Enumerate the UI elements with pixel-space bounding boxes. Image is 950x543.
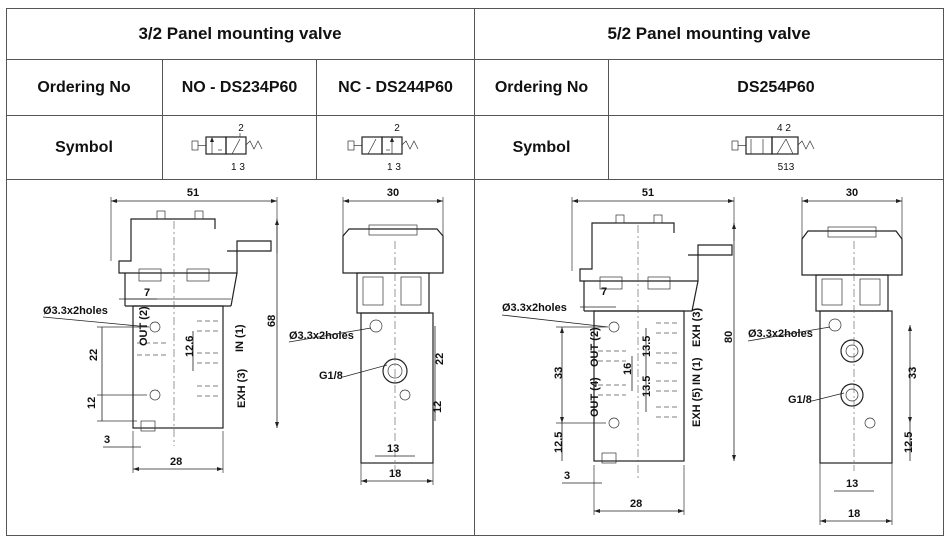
sym-no-bottom: 1 3 bbox=[231, 162, 245, 173]
row-divider-3 bbox=[6, 179, 944, 180]
dim-hole-offset: 7 bbox=[144, 287, 150, 299]
right-title: 5/2 Panel mounting valve bbox=[607, 24, 811, 43]
r-port-out4: OUT (4) bbox=[589, 377, 601, 417]
r-dim-front-width: 51 bbox=[642, 187, 654, 199]
side-dim-12: 12 bbox=[432, 401, 444, 413]
border-left bbox=[6, 8, 7, 536]
r-side-dim-18: 18 bbox=[848, 508, 860, 520]
r-dim-side-width: 30 bbox=[846, 187, 858, 199]
dim-height: 68 bbox=[266, 315, 278, 327]
border-right bbox=[943, 8, 944, 536]
r-port-exh5: EXH (5) bbox=[691, 388, 703, 427]
mid-divider bbox=[474, 8, 475, 536]
r-dim-16: 16 bbox=[622, 363, 634, 375]
r-side-holes-label: Ø3.3x2holes bbox=[748, 328, 813, 340]
r-port-in: IN (1) bbox=[691, 357, 703, 385]
right-symbol-label: Symbol bbox=[512, 138, 571, 156]
r-holes-label: Ø3.3x2holes bbox=[502, 302, 567, 314]
drawing-right: 51 OUT (2) OUT (4) EXH (3) IN (1) EXH (5… bbox=[501, 187, 919, 525]
r-port-out2: OUT (2) bbox=[589, 327, 601, 367]
border-top bbox=[6, 8, 944, 9]
r-dim-28: 28 bbox=[630, 498, 642, 510]
left-title: 3/2 Panel mounting valve bbox=[138, 24, 342, 43]
left-symbol-label: Symbol bbox=[55, 138, 113, 156]
col-divider-left-1 bbox=[162, 59, 163, 180]
holes-label: Ø3.3x2holes bbox=[43, 305, 108, 317]
r-dim-height: 80 bbox=[723, 331, 735, 343]
r-side-dim-13: 13 bbox=[846, 478, 858, 490]
r-side-dim-33: 33 bbox=[907, 367, 919, 379]
sym-no-top: 2 bbox=[238, 123, 244, 134]
sym-nc-top: 2 bbox=[394, 123, 400, 134]
port-exh-label: EXH (3) bbox=[236, 369, 248, 408]
border-bottom bbox=[6, 535, 944, 536]
r-port-exh3: EXH (3) bbox=[691, 308, 703, 347]
side-dim-13: 13 bbox=[387, 443, 399, 455]
valve-symbol-no: 2 1 3 bbox=[191, 123, 263, 173]
sym-52-top: 4 2 bbox=[777, 123, 791, 134]
r-dim-13-5b: 13.5 bbox=[641, 376, 653, 397]
side-view-5-2: 30 Ø3.3x2holes G1/8 33 12.5 13 bbox=[747, 187, 919, 525]
port-in-label: IN (1) bbox=[234, 324, 246, 352]
r-dim-hole-offset: 7 bbox=[601, 286, 607, 298]
dim-12-6: 12.6 bbox=[184, 336, 196, 357]
r-dim-33: 33 bbox=[553, 367, 565, 379]
right-ordering-label: Ordering No bbox=[494, 78, 589, 96]
sym-nc-bottom: 1 3 bbox=[387, 162, 401, 173]
dim-12: 12 bbox=[86, 397, 98, 409]
r-dim-3: 3 bbox=[564, 470, 570, 482]
valve-symbol-52: 4 2 513 bbox=[731, 123, 815, 173]
row-divider-2 bbox=[6, 115, 944, 116]
port-out-label: OUT (2) bbox=[138, 306, 150, 346]
dim-22: 22 bbox=[88, 349, 100, 361]
dim-side-width: 30 bbox=[387, 187, 399, 199]
r-side-dim-12-5: 12.5 bbox=[903, 432, 915, 453]
side-dim-18: 18 bbox=[389, 468, 401, 480]
left-ordering-nc: NC - DS244P60 bbox=[338, 78, 453, 96]
drawing-left: 51 OUT (2) IN (1) EXH (3) 7 Ø3 bbox=[42, 187, 446, 485]
row-divider-1 bbox=[6, 59, 944, 60]
front-view-3-2: 51 OUT (2) IN (1) EXH (3) 7 Ø3 bbox=[42, 187, 279, 473]
front-view-5-2: 51 OUT (2) OUT (4) EXH (3) IN (1) EXH (5… bbox=[501, 187, 736, 515]
thread-label: G1/8 bbox=[319, 370, 343, 382]
r-thread-label: G1/8 bbox=[788, 394, 812, 406]
left-ordering-label: Ordering No bbox=[37, 78, 131, 96]
col-divider-right-1 bbox=[608, 59, 609, 180]
dim-3: 3 bbox=[104, 434, 110, 446]
sym-52-bottom: 513 bbox=[778, 162, 795, 173]
right-ordering-no: DS254P60 bbox=[737, 78, 815, 96]
side-view-3-2: 30 Ø3.3x2holes G1/8 22 12 13 18 bbox=[288, 187, 446, 485]
dim-28: 28 bbox=[170, 456, 182, 468]
col-divider-left-2 bbox=[316, 59, 317, 180]
left-ordering-no: NO - DS234P60 bbox=[181, 78, 298, 96]
side-dim-22: 22 bbox=[434, 353, 446, 365]
r-dim-12-5: 12.5 bbox=[553, 432, 565, 453]
valve-symbol-nc: 2 1 3 bbox=[347, 123, 419, 173]
r-dim-13-5a: 13.5 bbox=[641, 336, 653, 357]
dim-front-width: 51 bbox=[187, 187, 199, 199]
